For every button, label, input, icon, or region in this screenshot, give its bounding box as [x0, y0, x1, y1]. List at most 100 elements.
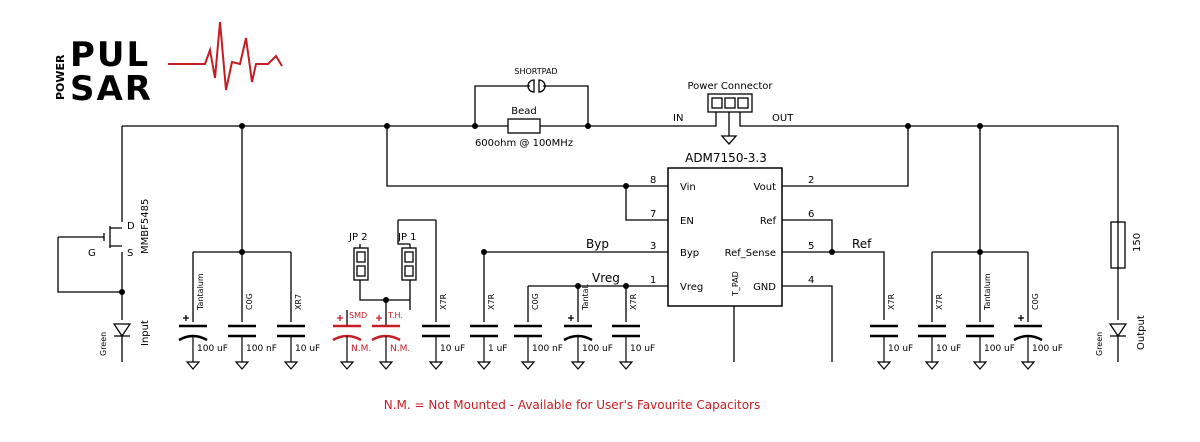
capacitor-value-c10: 10 uF — [630, 344, 655, 354]
capacitor-value-c8: 100 nF — [532, 344, 563, 354]
output-led-label: Output — [1136, 315, 1147, 350]
power-connector-label: Power Connector — [688, 81, 774, 92]
capacitor-c13: Tantalum 100 uF — [966, 273, 1015, 370]
input-cap-bus — [192, 126, 292, 322]
pin-byp: Byp — [680, 248, 699, 259]
capacitor-value-c14: 100 uF — [1032, 344, 1063, 354]
capacitor-c3: XR7 10 uF — [277, 294, 320, 370]
output-led — [1108, 323, 1128, 362]
pin-number-5: 5 — [808, 241, 814, 252]
pin-vout: Vout — [754, 182, 777, 193]
input-led — [112, 323, 132, 362]
capacitor-c11: X7R 10 uF — [870, 293, 913, 370]
capacitor-type-c4: SMD — [349, 311, 367, 320]
pin-vin: Vin — [680, 182, 696, 193]
capacitor-c2: C0G 100 nF — [228, 293, 277, 370]
jumper-bypass-wiring — [359, 219, 485, 322]
shortpad-label: SHORTPAD — [514, 67, 557, 76]
jumper-jp1 — [401, 247, 417, 281]
vreg-cap-bus — [527, 286, 627, 322]
logo-heartbeat-line — [168, 21, 283, 91]
capacitor-value-c6: 10 uF — [440, 344, 465, 354]
capacitor-c10: X7R 10 uF — [612, 293, 655, 370]
capacitor-value-c7: 1 uF — [488, 344, 507, 354]
resistor-150 — [1110, 221, 1126, 269]
shortpad-bypass-wire — [474, 85, 589, 126]
net-label-ref: Ref — [852, 237, 872, 251]
capacitor-type-c3: XR7 — [294, 294, 303, 310]
pin-number-6: 6 — [808, 209, 814, 220]
net-label-in: IN — [673, 113, 683, 124]
pin-number-4: 4 — [808, 275, 814, 286]
input-led-color: Green — [99, 332, 108, 356]
input-output-rail — [122, 112, 1119, 222]
capacitor-type-c6: X7R — [439, 293, 448, 310]
capacitor-value-c11: 10 uF — [888, 344, 913, 354]
capacitor-type-c7: X7R — [487, 293, 496, 310]
pin-en: EN — [680, 216, 694, 227]
bead-label: Bead — [511, 106, 537, 117]
capacitor-value-c4: N.M. — [351, 344, 371, 354]
logo-sar-text: SAR — [70, 69, 153, 109]
footnote: N.M. = Not Mounted - Available for User'… — [384, 398, 760, 412]
capacitor-value-c9: 100 uF — [582, 344, 613, 354]
capacitor-value-c2: 100 nF — [246, 344, 277, 354]
output-led-color: Green — [1095, 332, 1104, 356]
adm7150-ic — [667, 167, 783, 307]
ic-name: ADM7150-3.3 — [685, 151, 767, 165]
capacitor-c7: X7R 1 uF — [470, 293, 507, 370]
junction-dots — [119, 123, 983, 303]
capacitor-type-c11: X7R — [887, 293, 896, 310]
pin-number-3: 3 — [650, 241, 656, 252]
capacitor-c5: T.H.N.M. — [371, 310, 410, 370]
logo-pul-text: PUL — [70, 35, 150, 75]
capacitor-type-c2: C0G — [245, 293, 254, 310]
capacitor-value-c13: 100 uF — [984, 344, 1015, 354]
pin-gnd: GND — [753, 282, 776, 293]
net-label-vreg: Vreg — [592, 271, 620, 285]
capacitor-type-c12: X7R — [935, 293, 944, 310]
resistor-value: 150 — [1132, 233, 1143, 252]
jfet-d-label: D — [127, 221, 135, 232]
capacitor-type-c13: Tantalum — [983, 273, 992, 311]
capacitor-value-c5: N.M. — [390, 344, 410, 354]
net-label-byp: Byp — [586, 237, 609, 251]
jumper-jp2 — [353, 247, 369, 281]
capacitor-c4: SMD N.M. — [332, 310, 371, 370]
bead-value: 600ohm @ 100MHz — [475, 138, 573, 149]
capacitor-type-c9: Tantal. — [581, 284, 590, 311]
capacitor-type-c14: C0G — [1031, 293, 1040, 310]
logo-power-text: POWER — [54, 54, 67, 100]
capacitor-type-c10: X7R — [629, 293, 638, 310]
input-led-label: Input — [140, 320, 151, 346]
shortpad — [527, 79, 546, 93]
pulsar-logo: POWER PUL SAR — [54, 21, 283, 109]
pin-vreg: Vreg — [680, 282, 703, 293]
pin-number-2: 2 — [808, 175, 814, 186]
pin-number-1: 1 — [650, 275, 656, 286]
capacitor-value-c3: 10 uF — [295, 344, 320, 354]
capacitor-value-c1: 100 uF — [197, 344, 228, 354]
pin-tpad: T_PAD — [731, 271, 740, 297]
connector-pin-1 — [711, 97, 723, 109]
ic-input-wiring — [386, 126, 783, 307]
pin-ref: Ref — [760, 216, 777, 227]
net-label-out: OUT — [772, 113, 794, 124]
capacitor-c14: C0G 100 uF — [1013, 293, 1063, 370]
capacitor-c8: C0G 100 nF — [514, 293, 563, 370]
ic-output-wiring — [782, 126, 909, 362]
capacitor-c9: Tantal. 100 uF — [563, 284, 613, 370]
pin-number-8: 8 — [650, 175, 656, 186]
connector-ground — [720, 112, 738, 145]
jfet-s-label: S — [127, 248, 133, 259]
pin-number-7: 7 — [650, 209, 656, 220]
jp2-label: JP 2 — [348, 232, 368, 243]
ferrite-bead — [507, 118, 541, 134]
capacitor-type-c8: C0G — [531, 293, 540, 310]
connector-pin-2 — [724, 97, 736, 109]
jfet-part-label: MMBF5485 — [140, 199, 151, 254]
